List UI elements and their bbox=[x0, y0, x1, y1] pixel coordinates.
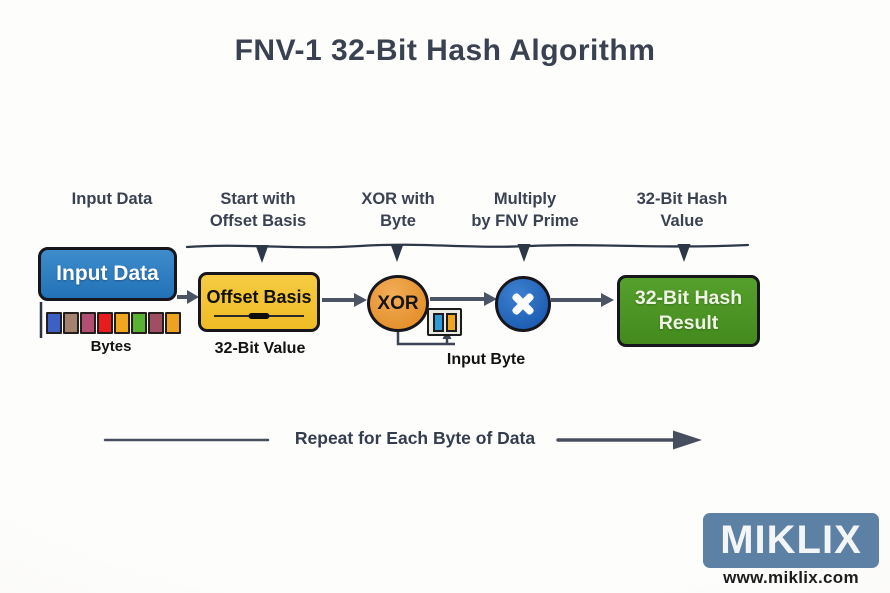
multiply-icon bbox=[512, 293, 534, 315]
step-label-xor: XOR with Byte bbox=[323, 188, 473, 232]
step-label-multiply: Multiply by FNV Prime bbox=[450, 188, 600, 232]
byte-square bbox=[165, 312, 181, 334]
timeline-arrowhead-multiply bbox=[517, 244, 531, 262]
miklix-logo-text: MIKLIX bbox=[720, 518, 862, 562]
bytes-caption: Bytes bbox=[90, 338, 132, 355]
step-label-offset-basis: Start with Offset Basis bbox=[183, 188, 333, 232]
offset-basis-caption: 32-Bit Value bbox=[214, 340, 306, 357]
step-label-line: Multiply bbox=[493, 190, 557, 208]
byte-square bbox=[80, 312, 96, 334]
byte-square bbox=[63, 312, 79, 334]
step-label-line: Start with bbox=[220, 190, 296, 208]
timeline-arrowhead-offset bbox=[255, 245, 269, 263]
input-data-label: Input Data bbox=[56, 262, 159, 285]
input-byte-square bbox=[432, 312, 444, 332]
repeat-caption: Repeat for Each Byte of Data bbox=[294, 428, 536, 448]
miklix-url: www.miklix.com bbox=[723, 568, 859, 587]
step-label-line: 32-Bit Hash bbox=[636, 190, 728, 208]
input-byte-caption: Input Byte bbox=[446, 351, 526, 368]
byte-square bbox=[97, 312, 113, 334]
byte-square bbox=[148, 312, 164, 334]
offset-basis-label: Offset Basis bbox=[206, 287, 312, 307]
step-label-line: XOR with bbox=[361, 190, 435, 208]
step-label-line: by FNV Prime bbox=[471, 212, 579, 230]
offset-underline bbox=[214, 313, 304, 319]
step-label-line: Input Data bbox=[71, 190, 153, 208]
multiply-node bbox=[495, 276, 551, 332]
bytes-row bbox=[46, 312, 181, 334]
input-data-box: Input Data bbox=[38, 247, 177, 301]
arrowhead-offset-to-xor bbox=[354, 293, 367, 307]
arrowhead-xor-to-multiply bbox=[484, 292, 497, 306]
xor-label: XOR bbox=[377, 292, 419, 314]
page-title: FNV-1 32-Bit Hash Algorithm bbox=[234, 34, 656, 67]
timeline-arrowhead-result bbox=[677, 244, 691, 262]
step-label-line: Value bbox=[660, 212, 704, 230]
xor-node: XOR bbox=[367, 275, 429, 332]
offset-basis-box: Offset Basis bbox=[198, 272, 320, 332]
step-label-line: Byte bbox=[380, 212, 416, 230]
arrowhead-input-to-offset bbox=[187, 290, 199, 304]
step-label-input-data: Input Data bbox=[37, 188, 187, 210]
flow-arrows bbox=[177, 290, 614, 307]
repeat-right-arrow bbox=[556, 430, 702, 450]
step-label-line: Offset Basis bbox=[209, 212, 307, 230]
offset-underline-dash bbox=[248, 313, 270, 319]
hash-result-box: 32-Bit Hash Result bbox=[617, 275, 760, 347]
step-label-hash-value: 32-Bit Hash Value bbox=[607, 188, 757, 232]
input-byte-box bbox=[427, 308, 462, 336]
timeline-arrowhead-xor bbox=[390, 244, 404, 262]
miklix-logo: MIKLIX bbox=[703, 513, 879, 568]
byte-square bbox=[114, 312, 130, 334]
timeline-squiggle bbox=[185, 243, 750, 263]
hash-result-line: 32-Bit Hash bbox=[634, 287, 743, 309]
byte-square bbox=[46, 312, 62, 334]
byte-square bbox=[131, 312, 147, 334]
hash-result-line: Result bbox=[658, 312, 719, 334]
input-byte-square bbox=[445, 312, 457, 332]
arrowhead-multiply-to-result bbox=[601, 293, 614, 307]
